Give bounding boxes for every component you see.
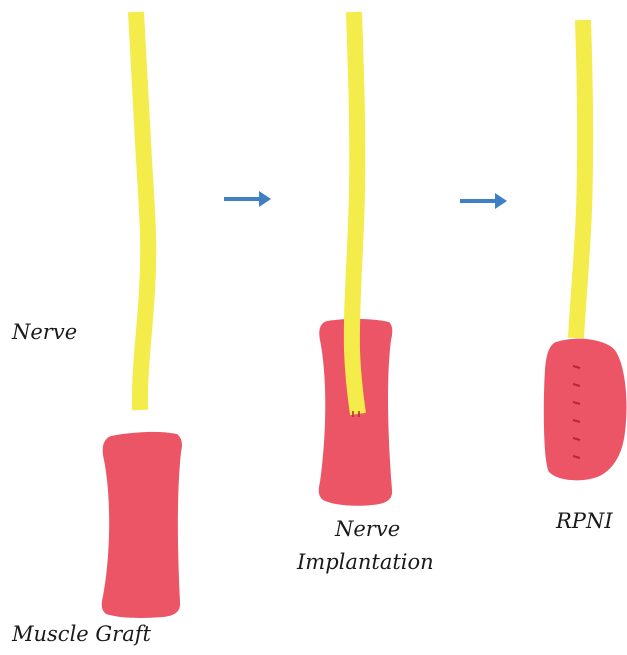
arrow-1 <box>224 191 271 207</box>
label-nerve-implantation-line2: Implantation <box>296 550 434 574</box>
panel-2-nerve-implantation <box>319 12 393 506</box>
arrow-2 <box>460 193 507 209</box>
nerve-strand-2 <box>352 12 358 414</box>
nerve-strand-1 <box>136 12 148 410</box>
label-nerve-implantation-line1: Nerve <box>334 517 400 541</box>
arrow-2-head <box>495 193 507 209</box>
rpni-muscle <box>544 339 627 481</box>
label-nerve: Nerve <box>11 320 77 344</box>
label-muscle-graft: Muscle Graft <box>11 622 151 646</box>
panel-3-rpni <box>544 20 627 480</box>
nerve-strand-3 <box>576 20 585 338</box>
muscle-graft <box>102 432 182 618</box>
arrow-1-head <box>259 191 271 207</box>
label-rpni: RPNI <box>555 509 613 533</box>
panel-1-nerve-and-graft <box>102 12 182 618</box>
